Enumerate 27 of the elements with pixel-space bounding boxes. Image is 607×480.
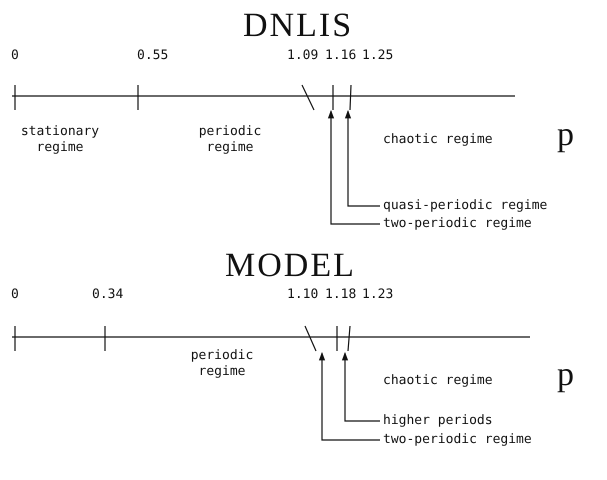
regime-label: quasi-periodic regime bbox=[383, 198, 548, 214]
leader-line bbox=[328, 110, 380, 225]
regime-label: higher periods bbox=[383, 413, 493, 429]
regime-label: two-periodic regime bbox=[383, 432, 532, 448]
leader-line bbox=[318, 352, 380, 441]
regime-label: periodic regime bbox=[190, 348, 254, 380]
panel-heading: DNLIS bbox=[243, 8, 354, 44]
tick-label: 0 bbox=[11, 48, 19, 64]
tick-label: 0 bbox=[11, 287, 19, 303]
tick-label: 1.18 bbox=[325, 287, 356, 303]
panel-heading: MODEL bbox=[225, 248, 356, 284]
regime-label: chaotic regime bbox=[383, 132, 493, 148]
tick-label: 1.09 bbox=[287, 48, 318, 64]
tick-label: 1.23 bbox=[362, 287, 394, 303]
regime-label: stationary regime bbox=[20, 124, 100, 156]
regime-label: periodic regime bbox=[198, 124, 262, 156]
tick-label: 1.10 bbox=[287, 287, 318, 303]
tick-label: 0.55 bbox=[137, 48, 168, 64]
leader-line bbox=[342, 352, 380, 422]
axis-label: p bbox=[557, 118, 574, 152]
tick-label: 0.34 bbox=[92, 287, 124, 303]
tick-label: 1.16 bbox=[325, 48, 356, 64]
regime-label: two-periodic regime bbox=[383, 216, 532, 232]
axis-label: p bbox=[557, 358, 574, 392]
tick-label: 1.25 bbox=[362, 48, 394, 64]
regime-label: chaotic regime bbox=[383, 373, 493, 389]
leader-line bbox=[344, 110, 380, 207]
